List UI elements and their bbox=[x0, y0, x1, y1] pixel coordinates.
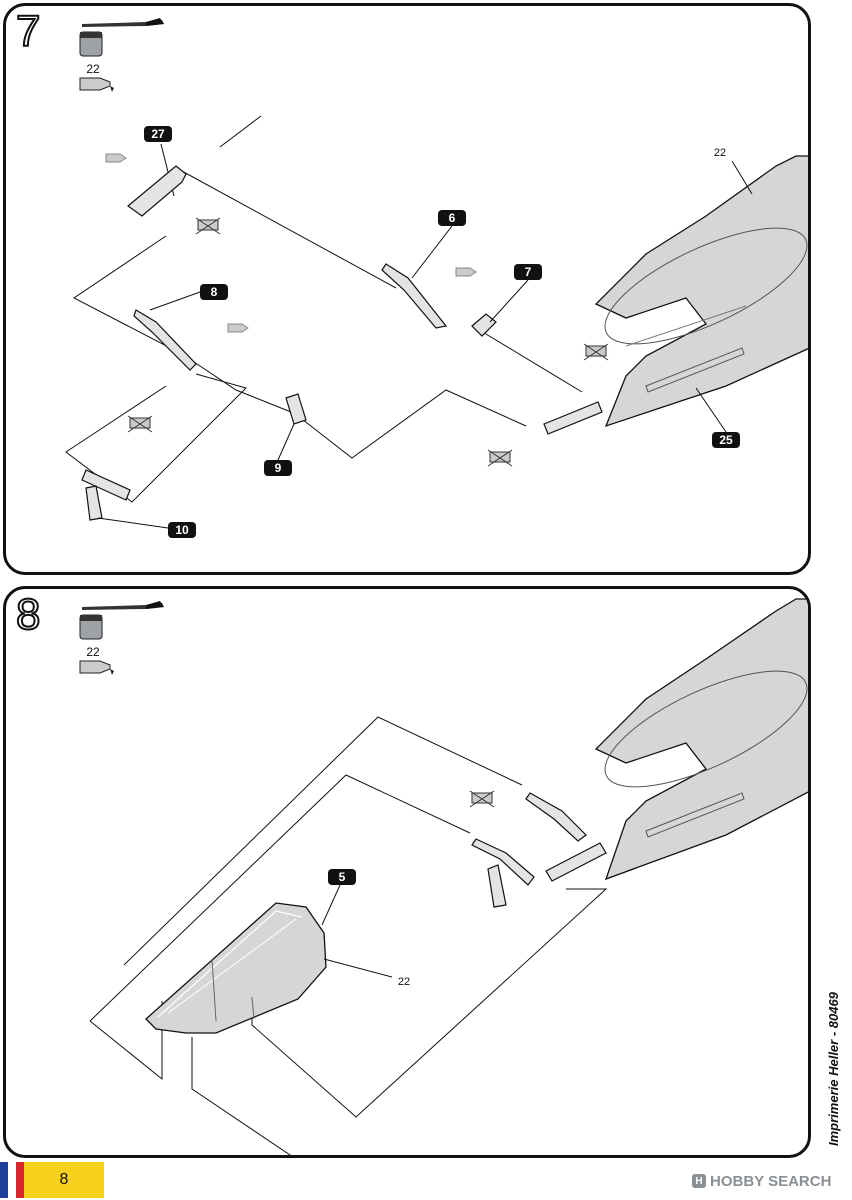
label-22: 22 bbox=[714, 147, 726, 159]
callout-6: 6 bbox=[438, 210, 466, 226]
svg-text:9: 9 bbox=[275, 461, 282, 475]
fuselage-part bbox=[594, 598, 808, 881]
label-22: 22 bbox=[398, 976, 410, 988]
watermark-text: HOBBY SEARCH bbox=[710, 1172, 832, 1190]
callout-8: 8 bbox=[200, 284, 228, 300]
page-number: 8 bbox=[59, 1171, 69, 1188]
step-7-diagram: 27 6 7 8 9 10 25 bbox=[65, 18, 808, 538]
callout-9: 9 bbox=[264, 460, 292, 476]
callout-25: 25 bbox=[712, 432, 740, 448]
canopy-part bbox=[145, 902, 327, 1034]
paint-jar-icon bbox=[79, 31, 103, 57]
page-number-tab: 8 bbox=[24, 1162, 104, 1198]
callout-7: 7 bbox=[514, 264, 542, 280]
paintbrush-icon bbox=[82, 18, 164, 27]
do-not-glue-icon bbox=[127, 217, 609, 467]
printer-credit: Imprimerie Heller - 80469 bbox=[826, 992, 841, 1146]
hobby-search-logo-icon: H bbox=[692, 1174, 706, 1188]
do-not-glue-icon bbox=[469, 790, 495, 808]
assembly-lines bbox=[89, 716, 608, 1155]
landing-gear-parts bbox=[471, 792, 607, 908]
svg-text:10: 10 bbox=[175, 523, 189, 537]
assembly-lines bbox=[65, 115, 583, 503]
svg-text:5: 5 bbox=[339, 870, 346, 884]
watermark: H HOBBY SEARCH bbox=[692, 1170, 831, 1192]
fuselage-part bbox=[594, 155, 808, 428]
svg-text:6: 6 bbox=[449, 211, 456, 225]
glue-tube-icon bbox=[79, 77, 114, 92]
paint-code: 22 bbox=[86, 645, 100, 659]
paint-code: 22 bbox=[86, 62, 100, 76]
paint-jar-icon bbox=[79, 614, 103, 640]
svg-text:7: 7 bbox=[525, 265, 532, 279]
glue-tube-icon-small bbox=[105, 153, 477, 333]
french-flag bbox=[0, 1162, 24, 1198]
landing-gear-parts bbox=[81, 165, 603, 521]
step-8-panel: 8 22 bbox=[3, 586, 811, 1158]
callout-5: 5 bbox=[328, 869, 356, 885]
flag-red-stripe bbox=[16, 1162, 24, 1198]
svg-text:25: 25 bbox=[719, 433, 733, 447]
paintbrush-icon bbox=[82, 601, 164, 610]
flag-white-stripe bbox=[8, 1162, 16, 1198]
step-7-panel: 7 22 bbox=[3, 3, 811, 575]
callout-10: 10 bbox=[168, 522, 196, 538]
flag-blue-stripe bbox=[0, 1162, 8, 1198]
svg-text:27: 27 bbox=[151, 127, 165, 141]
glue-tube-icon bbox=[79, 660, 114, 675]
step-8-diagram: 5 22 bbox=[79, 598, 808, 1155]
callout-27: 27 bbox=[144, 126, 172, 142]
step-number: 8 bbox=[15, 590, 42, 639]
svg-text:8: 8 bbox=[211, 285, 218, 299]
step-number: 7 bbox=[15, 7, 42, 56]
